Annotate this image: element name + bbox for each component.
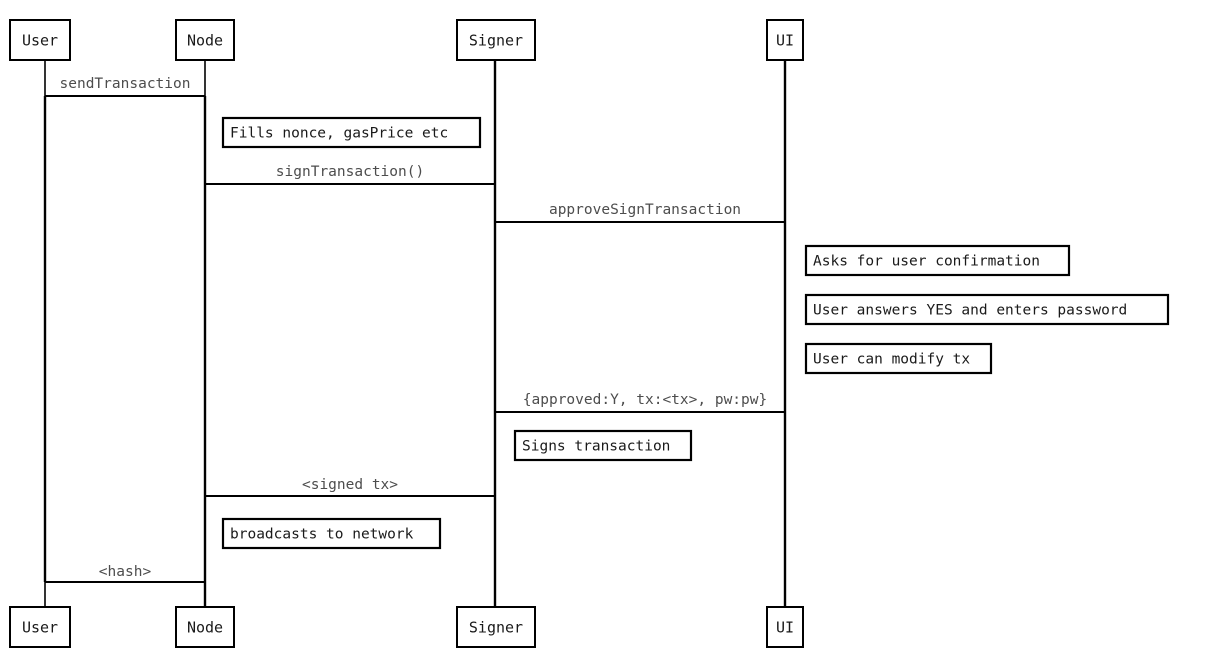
- note-box-signs-transaction: [513, 429, 693, 462]
- note-label-fills-nonce: Fills nonce, gasPrice etc: [230, 126, 448, 142]
- participant-label-user-top: User: [22, 32, 58, 50]
- notes-group: Fills nonce, gasPrice etc Asks for user …: [221, 116, 1170, 550]
- note-label-asks-confirmation: Asks for user confirmation: [813, 254, 1040, 270]
- note-user-answers-yes: User answers YES and enters password: [804, 293, 1170, 326]
- participant-box-user-top[interactable]: [9, 19, 71, 61]
- participants-top-group: User Node Signer UI: [9, 19, 804, 61]
- participant-box-node-bottom[interactable]: [175, 606, 235, 648]
- participant-box-ui-bottom[interactable]: [766, 606, 804, 648]
- message-label-signed-tx: <signed tx>: [302, 477, 398, 493]
- note-box-asks-confirmation: [804, 244, 1071, 277]
- participant-label-node-bottom: Node: [187, 619, 223, 637]
- message-label-hash: <hash>: [99, 564, 152, 580]
- message-label-signtransaction: signTransaction(): [276, 164, 424, 180]
- note-label-signs-transaction: Signs transaction: [522, 439, 670, 455]
- participant-user-top[interactable]: User: [9, 19, 71, 61]
- note-box-broadcasts-to-network: [221, 517, 442, 550]
- participant-box-signer-bottom[interactable]: [456, 606, 536, 648]
- participant-box-node-top[interactable]: [175, 19, 235, 61]
- message-label-sendtransaction: sendTransaction: [60, 76, 191, 92]
- messages-group: sendTransaction signTransaction() approv…: [45, 76, 785, 583]
- note-label-user-answers-yes: User answers YES and enters password: [813, 303, 1127, 319]
- participant-signer-bottom[interactable]: Signer: [456, 606, 536, 648]
- participant-box-user-bottom[interactable]: [9, 606, 71, 648]
- participant-box-signer-top[interactable]: [456, 19, 536, 61]
- participant-node-top[interactable]: Node: [175, 19, 235, 61]
- participants-bottom-group: User Node Signer UI: [9, 606, 804, 648]
- participant-label-user-bottom: User: [22, 619, 58, 637]
- note-box-user-answers-yes: [804, 293, 1170, 326]
- note-label-user-can-modify-tx: User can modify tx: [813, 352, 970, 368]
- participant-label-ui-top: UI: [776, 32, 794, 50]
- activations-group: [43, 60, 787, 607]
- participant-label-ui-bottom: UI: [776, 619, 794, 637]
- note-box-user-can-modify-tx: [804, 342, 993, 375]
- message-label-approved-response: {approved:Y, tx:<tx>, pw:pw}: [523, 392, 767, 408]
- participant-label-node-top: Node: [187, 32, 223, 50]
- participant-ui-top[interactable]: UI: [766, 19, 804, 61]
- note-box-fills-nonce: [221, 116, 482, 149]
- participant-box-ui-top[interactable]: [766, 19, 804, 61]
- participant-label-signer-top: Signer: [469, 32, 523, 50]
- note-broadcasts-to-network: broadcasts to network: [221, 517, 442, 550]
- note-signs-transaction: Signs transaction: [513, 429, 693, 462]
- note-asks-confirmation: Asks for user confirmation: [804, 244, 1071, 277]
- message-label-approvesigntransaction: approveSignTransaction: [549, 202, 741, 218]
- note-label-broadcasts-to-network: broadcasts to network: [230, 527, 414, 543]
- participant-user-bottom[interactable]: User: [9, 606, 71, 648]
- participant-node-bottom[interactable]: Node: [175, 606, 235, 648]
- participant-signer-top[interactable]: Signer: [456, 19, 536, 61]
- participant-ui-bottom[interactable]: UI: [766, 606, 804, 648]
- participant-label-signer-bottom: Signer: [469, 619, 523, 637]
- note-fills-nonce: Fills nonce, gasPrice etc: [221, 116, 482, 149]
- note-user-can-modify-tx: User can modify tx: [804, 342, 993, 375]
